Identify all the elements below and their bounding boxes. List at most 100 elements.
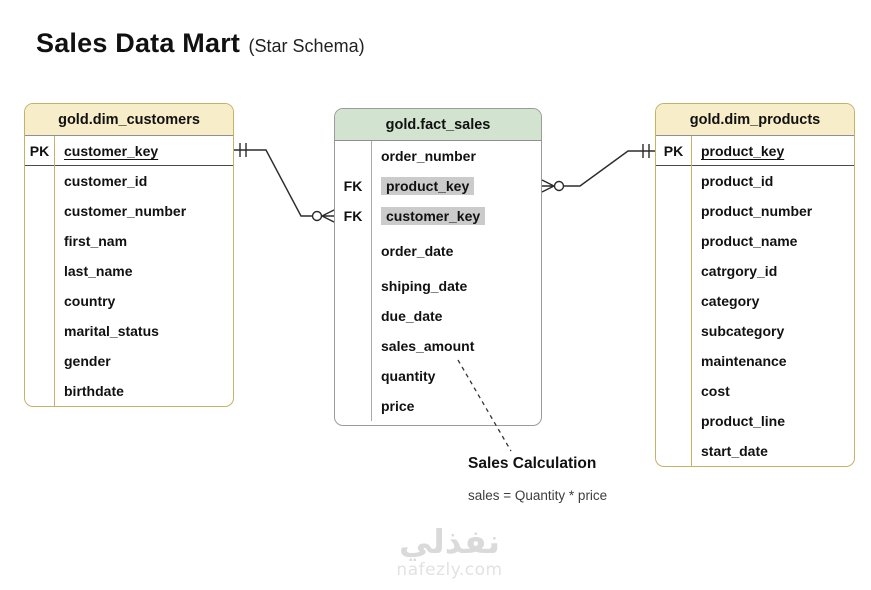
key-badge bbox=[656, 286, 691, 316]
key-badge bbox=[656, 316, 691, 346]
pk-badge: PK bbox=[29, 142, 50, 159]
sales-calculation-annotation: Sales Calculation sales = Quantity * pri… bbox=[468, 455, 607, 503]
key-column-divider bbox=[371, 141, 372, 421]
table-body: PK customer_key customer_id customer_num… bbox=[25, 136, 233, 406]
connector-customers-fact bbox=[234, 143, 335, 223]
zero-or-many-notation-icon bbox=[311, 209, 335, 223]
key-badge bbox=[656, 256, 691, 286]
table-row: marital_status bbox=[25, 316, 233, 346]
column-name: country bbox=[64, 293, 116, 309]
key-badge bbox=[335, 331, 371, 361]
annotation-formula: sales = Quantity * price bbox=[468, 488, 608, 503]
table-row: order_number bbox=[335, 141, 541, 171]
column-name: product_id bbox=[701, 173, 774, 189]
table-row: cost bbox=[656, 376, 854, 406]
column-name: order_date bbox=[381, 243, 454, 259]
annotation-title: Sales Calculation bbox=[468, 455, 597, 472]
table-row: quantity bbox=[335, 361, 541, 391]
column-name: maintenance bbox=[701, 353, 787, 369]
key-badge bbox=[335, 391, 371, 421]
page-subtitle: (Star Schema) bbox=[248, 36, 365, 56]
column-name: birthdate bbox=[64, 383, 124, 399]
column-name: gender bbox=[64, 353, 111, 369]
table-row: product_name bbox=[656, 226, 854, 256]
one-mandatory-notation-icon bbox=[642, 144, 650, 158]
column-name: product_key bbox=[701, 142, 785, 159]
zero-or-many-notation-icon bbox=[541, 179, 565, 193]
table-row: shiping_date bbox=[335, 271, 541, 301]
watermark: نفذلي nafezly.com bbox=[352, 522, 547, 581]
key-column-divider bbox=[54, 136, 55, 406]
table-dim-customers: gold.dim_customers PK customer_key custo… bbox=[24, 103, 234, 407]
table-fact-sales: gold.fact_sales order_number FK product_… bbox=[334, 108, 542, 426]
table-row: customer_id bbox=[25, 166, 233, 196]
key-badge bbox=[25, 346, 54, 376]
table-row: birthdate bbox=[25, 376, 233, 406]
column-name: customer_id bbox=[64, 173, 148, 189]
column-name: sales_amount bbox=[381, 338, 475, 354]
fk-badge: FK bbox=[343, 178, 363, 194]
table-row: start_date bbox=[656, 436, 854, 466]
table-row: customer_number bbox=[25, 196, 233, 226]
table-row: PK product_key bbox=[656, 136, 854, 166]
table-body: order_number FK product_key FK customer_… bbox=[335, 141, 541, 421]
table-row: country bbox=[25, 286, 233, 316]
table-header: gold.dim_customers bbox=[25, 104, 233, 136]
key-badge bbox=[25, 256, 54, 286]
page-title: Sales Data Mart bbox=[36, 28, 241, 58]
relationship-line bbox=[564, 150, 655, 187]
one-mandatory-notation-icon bbox=[239, 143, 247, 157]
table-row: gender bbox=[25, 346, 233, 376]
table-row: subcategory bbox=[656, 316, 854, 346]
key-badge bbox=[335, 141, 371, 171]
key-badge bbox=[656, 166, 691, 196]
column-name: product_key bbox=[381, 177, 475, 195]
watermark-logo: نفذلي bbox=[399, 522, 500, 561]
key-badge bbox=[656, 406, 691, 436]
key-column-divider bbox=[691, 136, 692, 466]
column-name: catrgory_id bbox=[701, 263, 778, 279]
table-row: FK customer_key bbox=[335, 201, 541, 231]
key-badge bbox=[25, 166, 54, 196]
column-name: due_date bbox=[381, 308, 443, 324]
table-header: gold.fact_sales bbox=[335, 109, 541, 141]
key-badge bbox=[656, 436, 691, 466]
key-badge bbox=[335, 236, 371, 266]
table-dim-products: gold.dim_products PK product_key product… bbox=[655, 103, 855, 467]
key-badge bbox=[25, 286, 54, 316]
column-name: quantity bbox=[381, 368, 436, 384]
column-name: last_name bbox=[64, 263, 133, 279]
table-row: product_id bbox=[656, 166, 854, 196]
table-row: category bbox=[656, 286, 854, 316]
column-name: subcategory bbox=[701, 323, 785, 339]
key-badge bbox=[335, 361, 371, 391]
relationship-line bbox=[234, 149, 312, 217]
key-badge bbox=[335, 271, 371, 301]
pk-badge: PK bbox=[663, 142, 684, 159]
column-name: customer_key bbox=[64, 142, 159, 159]
column-name: order_number bbox=[381, 148, 476, 164]
table-row: order_date bbox=[335, 236, 541, 266]
key-badge bbox=[25, 196, 54, 226]
key-badge bbox=[656, 226, 691, 256]
column-name: marital_status bbox=[64, 323, 159, 339]
column-name: cost bbox=[701, 383, 730, 399]
column-name: first_nam bbox=[64, 233, 128, 249]
table-body: PK product_key product_id product_number… bbox=[656, 136, 854, 466]
watermark-domain: nafezly.com bbox=[396, 560, 503, 581]
column-name: start_date bbox=[701, 443, 768, 459]
column-name: price bbox=[381, 398, 415, 414]
column-name: product_line bbox=[701, 413, 786, 429]
table-row: FK product_key bbox=[335, 171, 541, 201]
table-row: sales_amount bbox=[335, 331, 541, 361]
key-badge bbox=[656, 196, 691, 226]
page-title-row: Sales Data Mart (Star Schema) bbox=[36, 28, 365, 59]
key-badge bbox=[25, 376, 54, 406]
key-badge bbox=[656, 376, 691, 406]
table-row: PK customer_key bbox=[25, 136, 233, 166]
key-badge bbox=[25, 226, 54, 256]
table-row: due_date bbox=[335, 301, 541, 331]
key-badge bbox=[656, 346, 691, 376]
fk-badge: FK bbox=[343, 208, 363, 224]
table-row: first_nam bbox=[25, 226, 233, 256]
